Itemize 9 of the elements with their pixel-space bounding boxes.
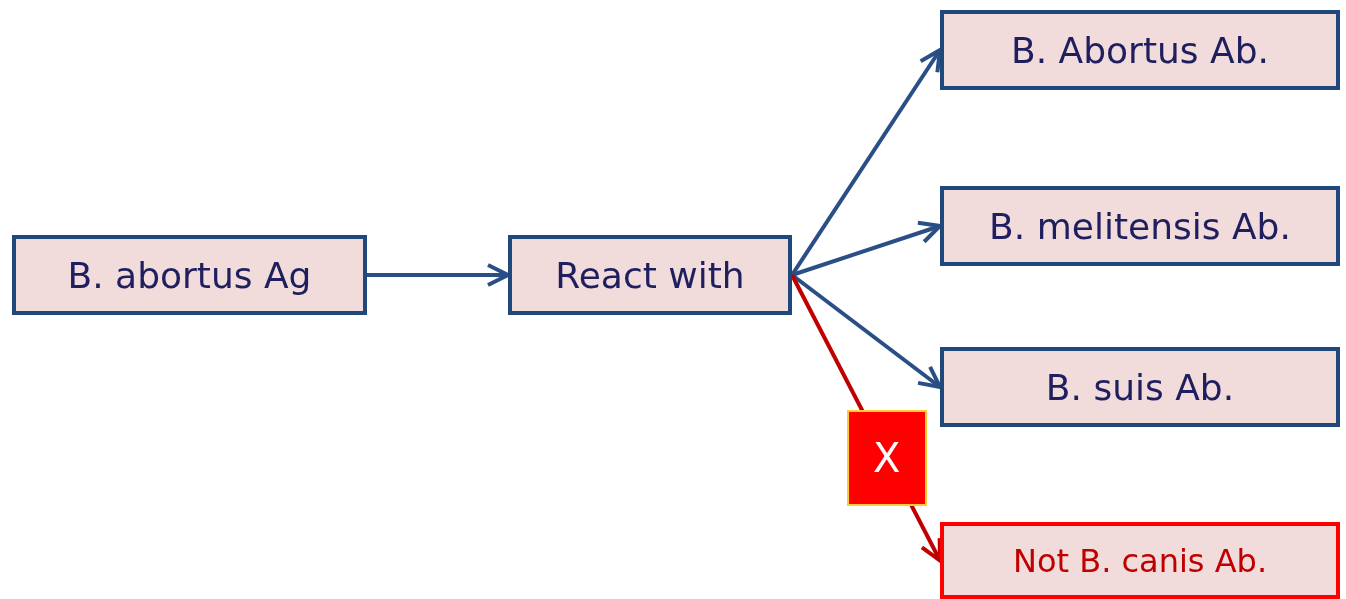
arrow	[791, 220, 942, 277]
edge-label: X	[846, 409, 927, 506]
process-box: B. melitensis Ab.	[940, 186, 1340, 266]
process-box: React with	[508, 235, 792, 315]
process-box: B. Abortus Ab.	[940, 10, 1340, 90]
process-box: B. abortus Ag	[12, 235, 367, 315]
process-box: B. suis Ab.	[940, 347, 1340, 427]
process-box: Not B. canis Ab.	[940, 522, 1340, 599]
arrow	[367, 263, 510, 287]
